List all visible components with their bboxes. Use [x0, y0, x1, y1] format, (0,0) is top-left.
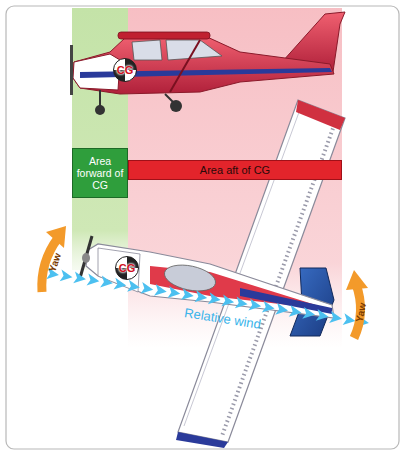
- area-label: Area aft of CG: [200, 164, 270, 176]
- wind-arrowhead: [302, 307, 316, 321]
- wind-arrowhead: [275, 303, 289, 317]
- wind-arrowhead: [194, 290, 208, 304]
- wind-arrowhead: [316, 309, 330, 323]
- side-view-airplane: [70, 12, 345, 115]
- wind-arrowhead: [73, 272, 87, 286]
- wind-arrowhead: [208, 292, 222, 306]
- wind-arrowhead: [221, 294, 235, 308]
- cg-label: CG: [117, 64, 134, 76]
- wind-arrowhead: [248, 299, 262, 313]
- cg-symbol: CG: [113, 58, 137, 82]
- wind-arrowhead: [289, 305, 303, 319]
- wind-arrowhead: [181, 288, 195, 302]
- cg-symbol: CG: [115, 256, 139, 280]
- wind-arrowhead: [140, 282, 154, 296]
- area-label: Area forward of CG: [73, 155, 127, 191]
- yaw-arrow-right: [346, 270, 368, 338]
- wind-arrowhead: [262, 301, 276, 315]
- wind-arrowhead: [329, 311, 343, 325]
- yaw-arrow-left: [42, 226, 66, 292]
- frame: [6, 6, 399, 449]
- wind-arrowhead: [60, 269, 74, 283]
- wind-arrowhead: [154, 284, 168, 298]
- wind-arrowhead: [235, 297, 249, 311]
- wind-arrowhead: [167, 286, 181, 300]
- wind-arrowhead: [127, 280, 141, 294]
- wind-arrowhead: [100, 276, 114, 290]
- forward-area-box: Area forward of CG: [72, 148, 128, 198]
- wind-arrowhead: [87, 274, 101, 288]
- aft-area-bar: Area aft of CG: [128, 160, 342, 180]
- cg-label: CG: [119, 262, 136, 274]
